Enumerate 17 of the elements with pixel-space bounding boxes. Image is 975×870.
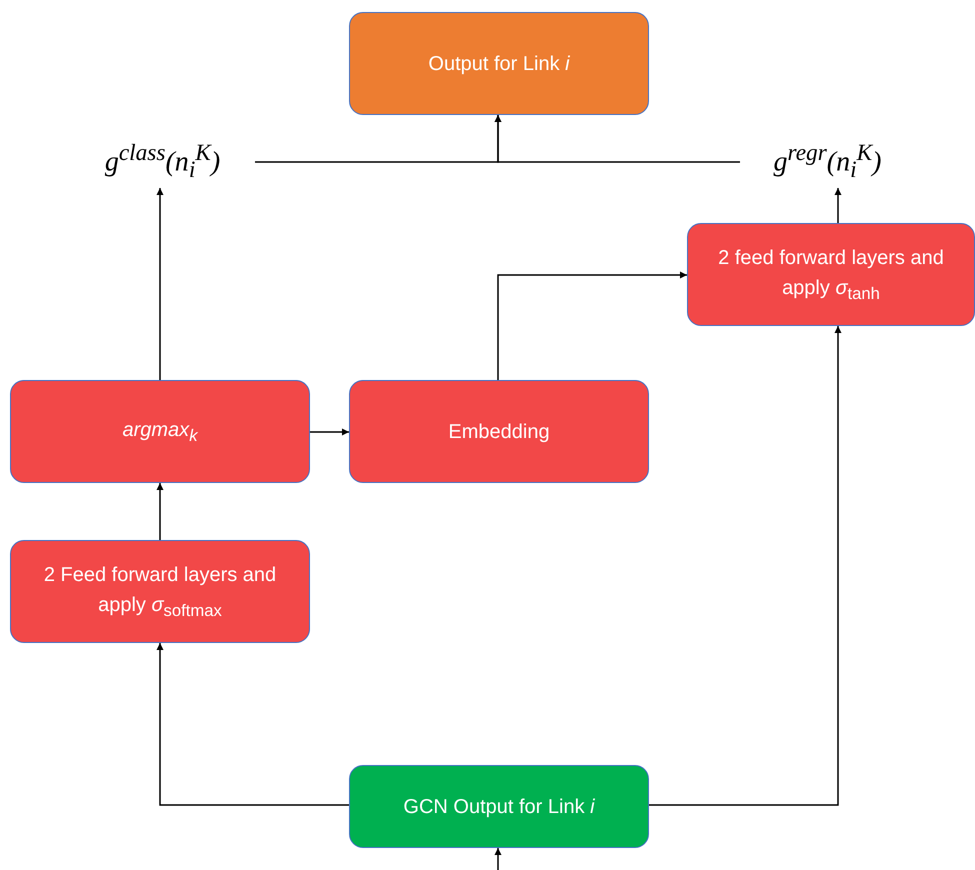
math-label: g$^{class}$(n$_{i}$$^{K}$) [70, 136, 255, 188]
process-box: 2 feed forward layers and apply σ$_{tanh}$ [687, 223, 975, 326]
arrow [494, 115, 740, 163]
arrow [156, 483, 164, 540]
arrow [497, 272, 687, 380]
process-box: 2 Feed forward layers and apply σ$_{softmax}$ [10, 540, 310, 643]
arrow [494, 848, 502, 870]
arrow [310, 428, 349, 436]
arrow [834, 188, 842, 223]
arrow [156, 643, 349, 806]
process-box: argmax$_{k}$ [10, 380, 310, 483]
output-box: Output for Link i [349, 12, 649, 115]
process-box: Embedding [349, 380, 649, 483]
arrow [156, 188, 164, 380]
math-label: g$^{regr}$(n$_{i}$$^{K}$) [740, 136, 915, 188]
arrow [649, 326, 842, 806]
input-box: GCN Output for Link i [349, 765, 649, 848]
